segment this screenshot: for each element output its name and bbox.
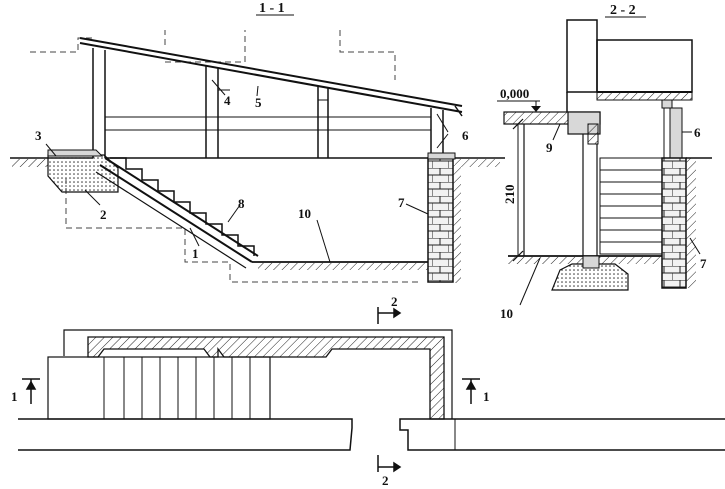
label-4: 4 — [224, 93, 231, 108]
svg-text:2: 2 — [382, 473, 389, 488]
stair-flight — [95, 157, 259, 269]
brick-wall — [427, 157, 454, 283]
label-8: 8 — [238, 196, 245, 211]
label-6b: 6 — [694, 125, 701, 140]
svg-text:210: 210 — [502, 185, 517, 205]
section-1-1-title: 1 - 1 — [259, 1, 285, 16]
dimension-210: 210 — [502, 118, 524, 262]
cut-mark-1-left — [22, 378, 40, 404]
cut-mark-2-top — [377, 307, 402, 324]
section-2-2 — [503, 19, 712, 291]
section-2-2-title: 2 - 2 — [610, 3, 636, 18]
roof — [79, 37, 463, 117]
svg-text:1: 1 — [483, 389, 490, 404]
columns — [92, 48, 444, 158]
section-1-1 — [10, 30, 505, 283]
level-mark: 0,000 — [497, 86, 541, 112]
label-5: 5 — [255, 95, 262, 110]
cut-mark-2-bottom — [377, 455, 402, 473]
stair-front-view — [599, 157, 663, 255]
label-2: 2 — [100, 207, 107, 222]
label-10b: 10 — [500, 306, 513, 321]
pit-floor — [252, 261, 428, 270]
svg-text:0,000: 0,000 — [500, 86, 529, 101]
svg-text:2: 2 — [391, 294, 398, 309]
label-7b: 7 — [700, 256, 707, 271]
label-9: 9 — [546, 140, 553, 155]
label-10: 10 — [298, 206, 311, 221]
svg-text:1: 1 — [11, 389, 18, 404]
label-1: 1 — [192, 246, 199, 261]
cut-mark-1-right — [462, 378, 480, 404]
plan-view — [18, 329, 725, 451]
label-7: 7 — [398, 195, 405, 210]
label-6: 6 — [462, 128, 469, 143]
label-3: 3 — [35, 128, 42, 143]
